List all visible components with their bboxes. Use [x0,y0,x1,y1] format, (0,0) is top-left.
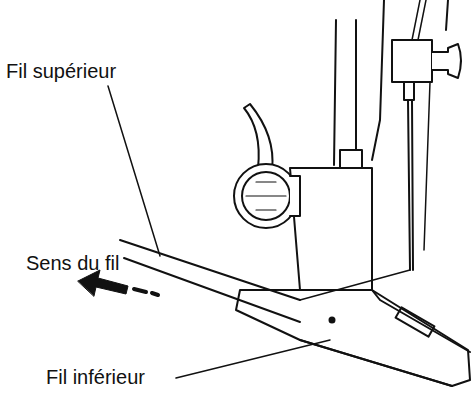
direction-label: Sens du fil [26,252,119,274]
thread-label: Fil inférieur [46,366,145,388]
thread-label: Fil supérieur [6,60,116,82]
